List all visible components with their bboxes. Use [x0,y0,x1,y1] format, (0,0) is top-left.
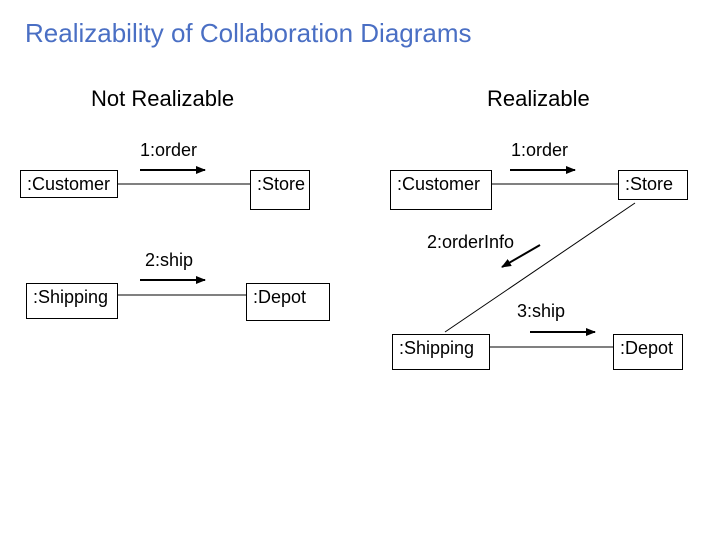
realizable-heading: Realizable [487,86,590,111]
not-realizable-heading: Not Realizable [91,86,235,111]
left-ship-message: 2:ship [145,250,194,270]
link-store-shipping-right [444,202,636,333]
left-store-object: :Store [250,170,310,210]
right-ship-message: 3:ship [517,301,566,321]
right-customer-object: :Customer [390,170,492,210]
right-depot-object: :Depot [613,334,683,370]
right-order-info-message: 2:orderInfo [427,232,515,252]
left-depot-object: :Depot [246,283,330,321]
right-store-object: :Store [618,170,688,200]
left-order-message: 1:order [140,140,198,160]
slide-title: Realizability of Collaboration Diagrams [25,18,472,48]
right-shipping-object: :Shipping [392,334,490,370]
left-customer-object: :Customer [20,170,118,198]
arrow-order-info-right [501,244,541,268]
left-shipping-object: :Shipping [26,283,118,319]
right-order-message: 1:order [511,140,569,160]
